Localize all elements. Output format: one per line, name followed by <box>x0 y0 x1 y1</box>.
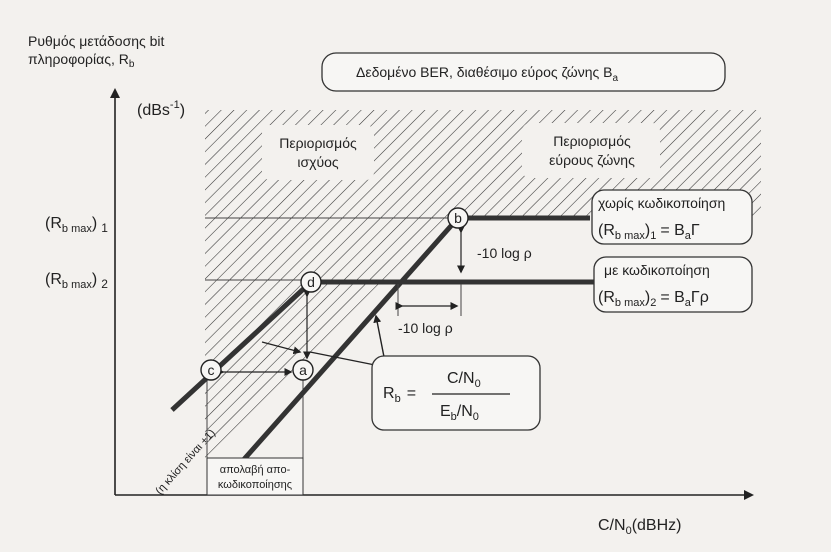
coding-gain-box <box>206 457 304 496</box>
region-power-label-1: Περιορισμός <box>279 135 357 151</box>
coding-gain-label-2: κωδικοποίησης <box>218 479 292 491</box>
given-box-text: Δεδομένο BER, διαθέσιμο εύρος ζώνης Ba <box>356 64 618 84</box>
level-1-label: (Rb max)1 <box>45 215 108 235</box>
y-axis-title-1: Ρυθμός μετάδοσης bit <box>28 33 165 49</box>
region-power-label-2: ισχύος <box>297 154 339 170</box>
y-axis-title-sub: b <box>129 59 135 70</box>
uncoded-box-title: χωρίς κωδικοποίηση <box>598 195 725 211</box>
coded-box-title: με κωδικοποίηση <box>604 262 710 278</box>
point-c: c <box>200 359 222 381</box>
region-bandwidth-label-2: εύρους ζώνης <box>549 152 635 168</box>
coded-box <box>593 256 753 313</box>
rb-formula-lhs: Rb= <box>383 385 416 405</box>
uncoded-box <box>591 189 753 245</box>
point-a: a <box>292 359 314 381</box>
y-axis-title-2: πληροφορίας, Rb <box>28 51 135 70</box>
formula-pointer-1 <box>373 314 386 363</box>
units-label: (dBs-1) <box>137 99 185 119</box>
point-d: d <box>300 271 322 293</box>
point-b: b <box>447 207 469 229</box>
given-box <box>321 52 726 92</box>
horizontal-loss-label: -10 log ρ <box>398 320 453 336</box>
svg-text:b: b <box>454 210 462 226</box>
svg-text:a: a <box>299 362 307 378</box>
rb-formula-box <box>371 355 541 431</box>
diag-arrow <box>261 341 302 355</box>
svg-text:d: d <box>307 274 315 290</box>
region-bandwidth-label-1: Περιορισμός <box>553 133 631 149</box>
hatched-region <box>205 110 761 460</box>
formula-pointer-2 <box>309 351 376 366</box>
vertical-loss-label: -10 log ρ <box>477 245 532 261</box>
rb-formula-num: C/N0 <box>447 370 481 390</box>
uncoded-box-formula: (Rb max)1= BaΓ <box>598 222 700 242</box>
coded-box-formula: (Rb max)2= BaΓρ <box>598 289 709 309</box>
x-axis-title: C/N0(dBHz) <box>598 517 681 537</box>
coding-gain-label-1: απολαβή απο- <box>220 464 291 476</box>
svg-text:c: c <box>208 362 215 378</box>
level-2-label: (Rb max)2 <box>45 271 108 291</box>
rb-formula-den: Eb/N0 <box>440 403 479 423</box>
